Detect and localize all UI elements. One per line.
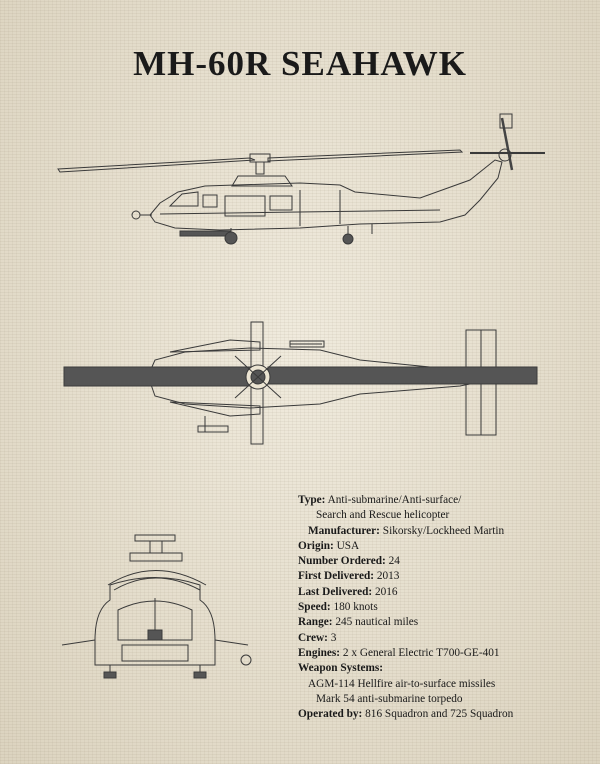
spec-range-label: Range: — [298, 616, 333, 629]
spec-origin: Origin: USA — [298, 539, 594, 554]
spec-first-delivered: First Delivered: 2013 — [298, 569, 594, 584]
spec-speed-label: Speed: — [298, 601, 331, 614]
spec-first-value: 2013 — [376, 570, 400, 583]
spec-range-value: 245 nautical miles — [335, 616, 419, 629]
spec-crew-label: Crew: — [298, 631, 328, 644]
spec-weapons-label: Weapon Systems: — [298, 662, 384, 675]
spec-ordered: Number Ordered: 24 — [298, 554, 594, 569]
spec-crew-value: 3 — [330, 631, 337, 644]
spec-manufacturer: Manufacturer: Sikorsky/Lockheed Martin — [298, 524, 594, 539]
spec-ordered-label: Number Ordered: — [298, 555, 386, 568]
spec-engines-label: Engines: — [298, 646, 341, 659]
spec-speed-value: 180 knots — [333, 601, 378, 614]
spec-operated-value: 816 Squadron and 725 Squadron — [365, 708, 514, 721]
spec-type: Type: Anti-submarine/Anti-surface/ — [298, 493, 594, 508]
spec-origin-label: Origin: — [298, 539, 334, 552]
spec-weapon-item-text: AGM-114 Hellfire air-to-surface missiles — [308, 677, 496, 690]
spec-last-label: Last Delivered: — [298, 585, 373, 598]
front-view-drawing — [61, 534, 252, 679]
spec-type-label: Type: — [298, 494, 326, 506]
spec-manufacturer-label: Manufacturer: — [308, 524, 380, 537]
spec-crew: Crew: 3 — [298, 631, 594, 646]
spec-weapon-item-text: Mark 54 anti-submarine torpedo — [316, 692, 463, 705]
spec-speed: Speed: 180 knots — [298, 600, 594, 615]
spec-weapon-item: Mark 54 anti-submarine torpedo — [298, 692, 594, 707]
spec-ordered-value: 24 — [388, 555, 400, 568]
spec-engines: Engines: 2 x General Electric T700-GE-40… — [298, 646, 594, 661]
spec-type-cont: Search and Rescue helicopter — [298, 508, 594, 523]
spec-origin-value: USA — [336, 539, 360, 552]
spec-weapon-item: AGM-114 Hellfire air-to-surface missiles — [298, 677, 594, 692]
spec-range: Range: 245 nautical miles — [298, 615, 594, 630]
spec-first-label: First Delivered: — [298, 570, 375, 583]
side-view-drawing — [57, 113, 545, 245]
spec-operated-by: Operated by: 816 Squadron and 725 Squadr… — [298, 707, 594, 722]
spec-manufacturer-value: Sikorsky/Lockheed Martin — [382, 524, 505, 537]
poster-title: MH-60R SEAHAWK — [133, 44, 467, 83]
spec-sheet: Type: Anti-submarine/Anti-surface/ Searc… — [298, 493, 594, 722]
top-view-drawing — [63, 321, 538, 445]
spec-weapons: Weapon Systems: — [298, 661, 594, 676]
spec-type-value: Anti-submarine/Anti-surface/ — [327, 494, 462, 506]
spec-operated-label: Operated by: — [298, 708, 363, 721]
spec-last-delivered: Last Delivered: 2016 — [298, 585, 594, 600]
spec-last-value: 2016 — [374, 585, 398, 598]
spec-type-value-cont: Search and Rescue helicopter — [316, 509, 450, 522]
spec-engines-value: 2 x General Electric T700-GE-401 — [342, 646, 500, 659]
